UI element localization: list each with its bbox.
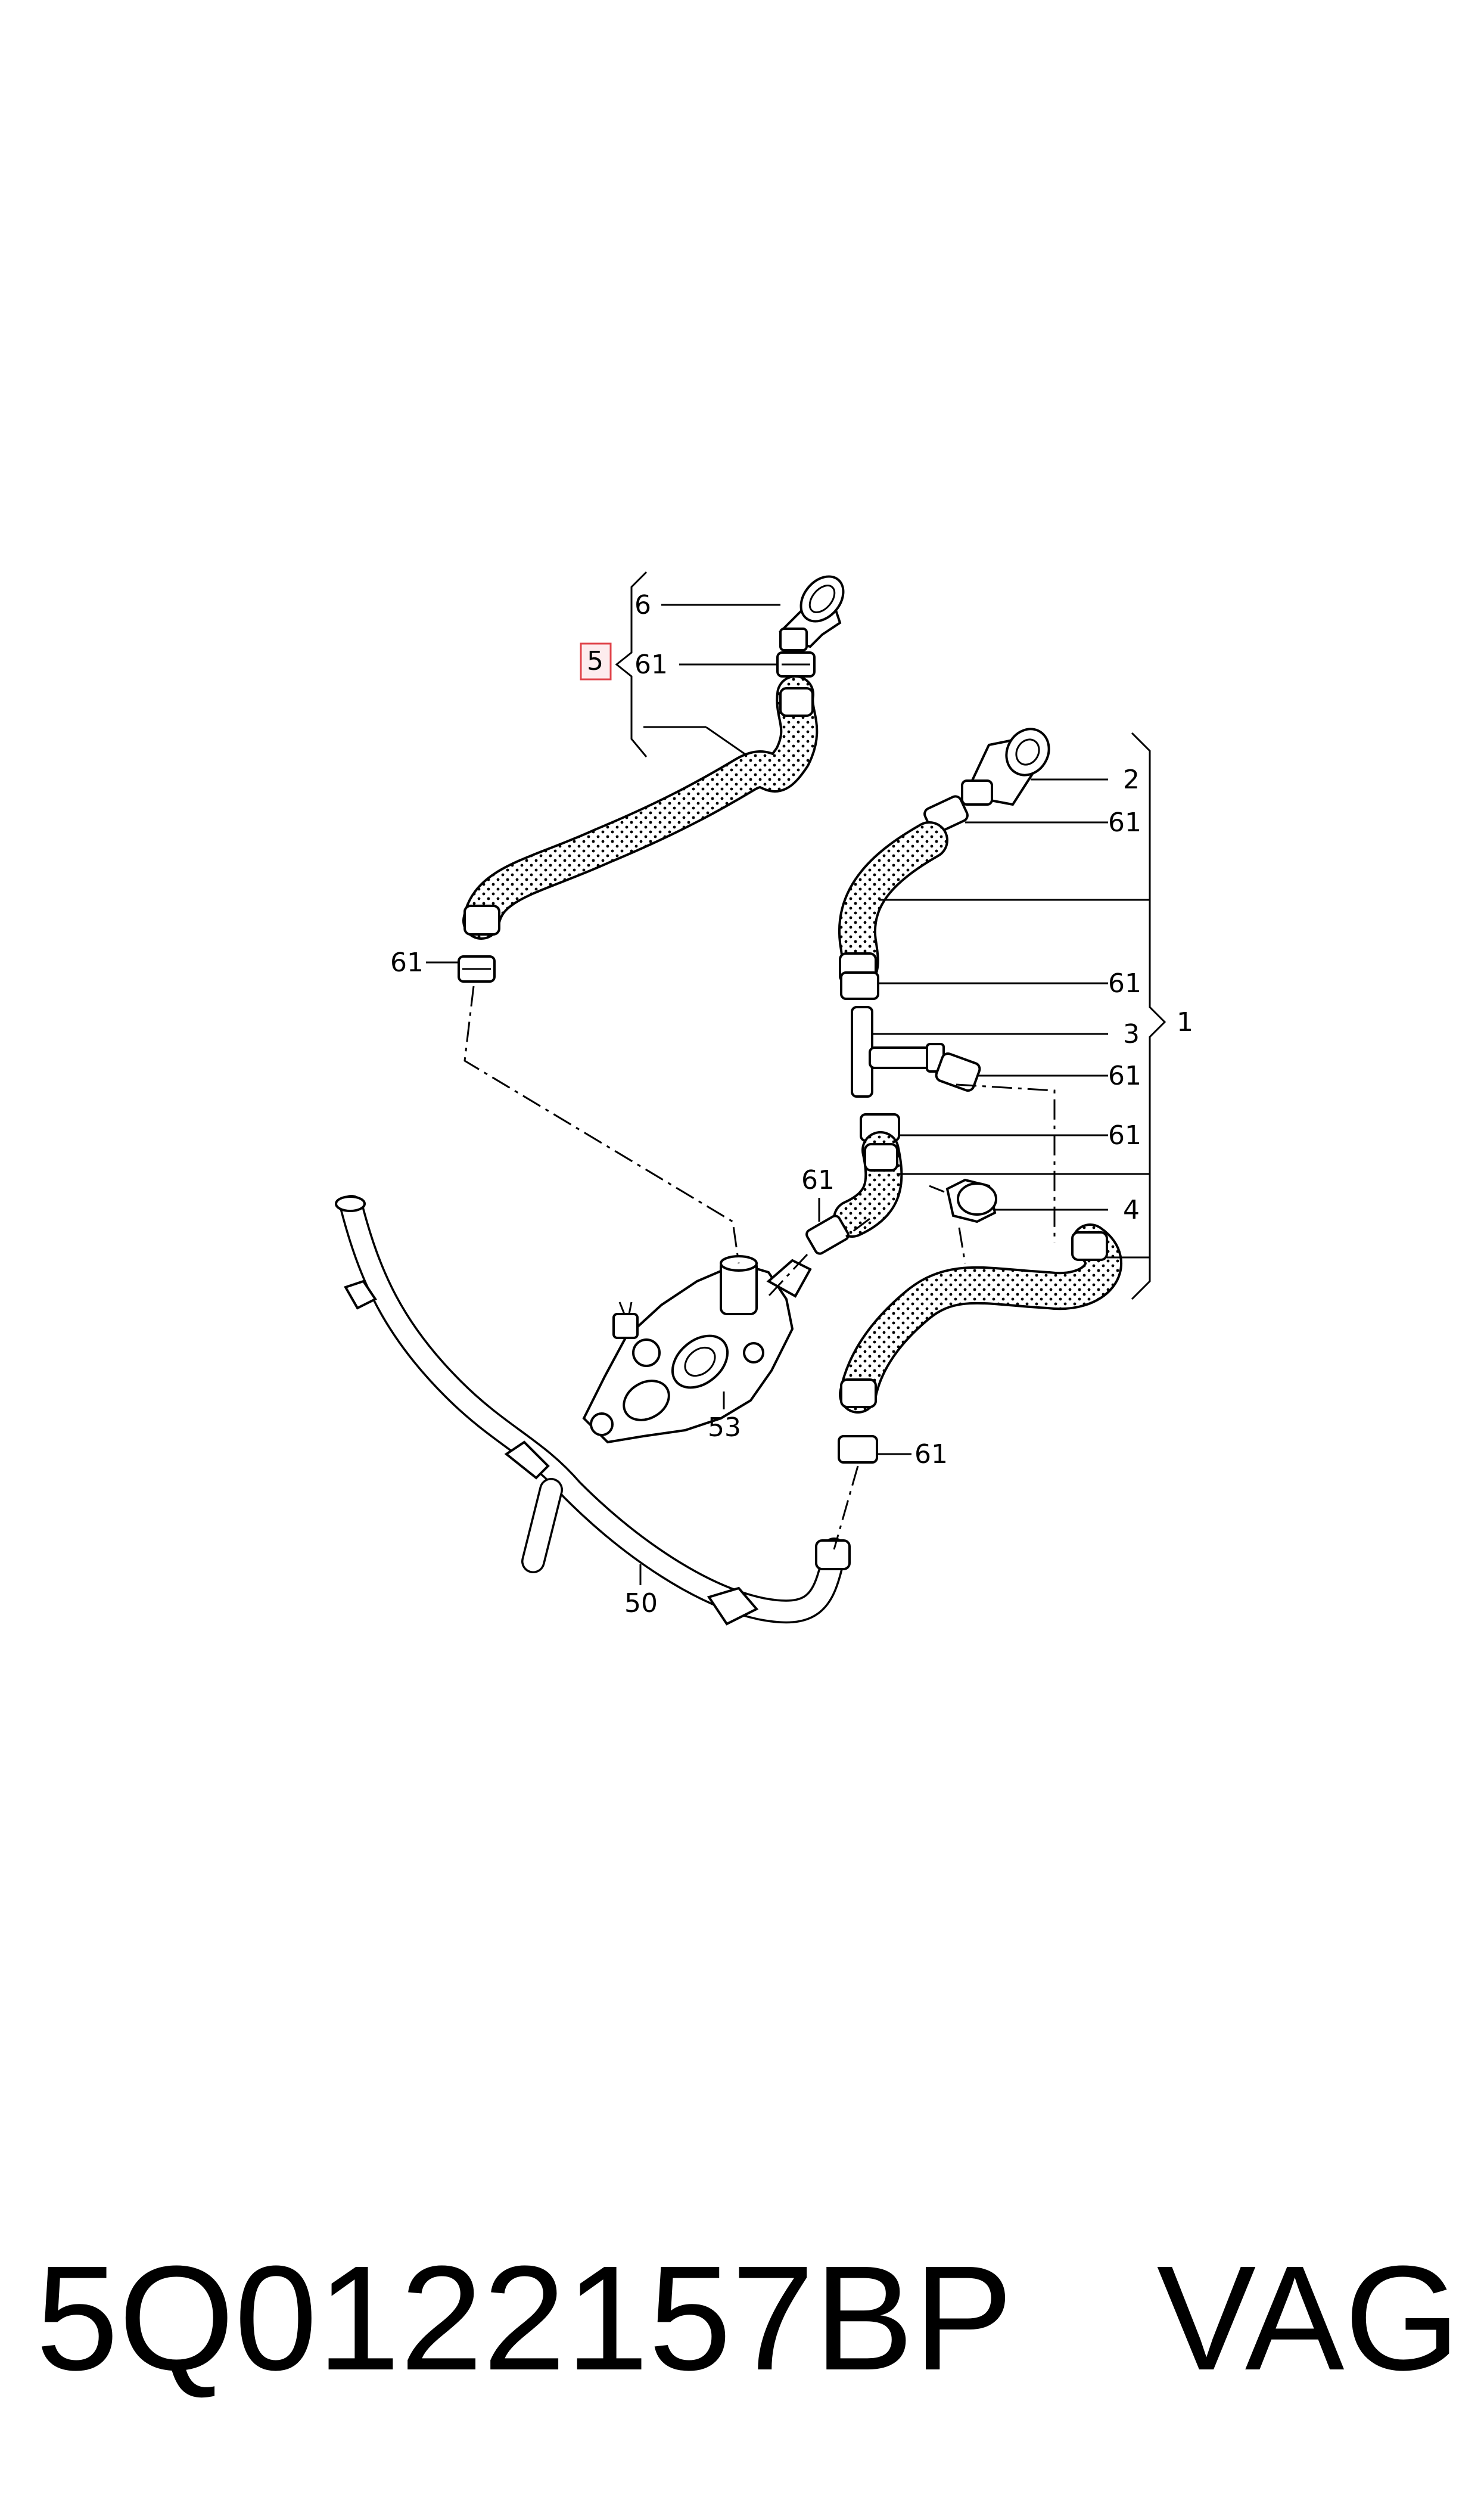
leader-lines	[426, 604, 1150, 1585]
clip-61-a	[776, 651, 816, 678]
callout-61-h: 61	[914, 1439, 948, 1470]
clip-61-h	[838, 1435, 878, 1464]
part-number: 5Q0122157BP	[36, 2235, 1013, 2401]
hose-upper-right	[838, 821, 948, 990]
callout-3: 3	[1123, 1019, 1140, 1049]
callout-5: 5	[587, 646, 603, 676]
callout-1: 1	[1177, 1007, 1193, 1038]
t-piece-3	[851, 1006, 945, 1098]
valve-4	[929, 1178, 997, 1223]
brand-name: VAG	[1156, 2235, 1460, 2401]
pump-housing-53	[582, 1255, 812, 1444]
callout-61-d: 61	[1108, 968, 1141, 999]
callout-6: 6	[634, 590, 651, 620]
callout-2: 2	[1123, 765, 1140, 795]
callout-4: 4	[1123, 1195, 1140, 1225]
callout-61-b: 61	[390, 948, 424, 978]
callout-5-highlight-box	[580, 642, 612, 681]
bracket-5	[615, 571, 648, 757]
callout-50: 50	[624, 1588, 658, 1619]
hose-lower-right	[839, 1223, 1122, 1414]
elbow-connector-6	[778, 575, 845, 651]
clip-61-g	[805, 1215, 850, 1255]
clip-61-e	[935, 1052, 981, 1092]
callout-53: 53	[708, 1412, 741, 1443]
coolant-pipe-50	[335, 1195, 851, 1626]
hose-elbow-small	[833, 1131, 903, 1238]
callout-61-a: 61	[634, 650, 668, 680]
footer: 5Q0122157BP VAG	[0, 2217, 1484, 2419]
clip-61-b	[458, 955, 496, 983]
clip-61-d	[840, 971, 879, 1000]
hose-assembly-5	[462, 675, 819, 940]
callout-61-f: 61	[1108, 1120, 1141, 1151]
callout-61-e: 61	[1108, 1061, 1141, 1091]
callout-61-g: 61	[801, 1165, 835, 1195]
bracket-1	[1131, 732, 1166, 1300]
connector-2	[961, 728, 1050, 806]
callout-61-c: 61	[1108, 807, 1141, 838]
